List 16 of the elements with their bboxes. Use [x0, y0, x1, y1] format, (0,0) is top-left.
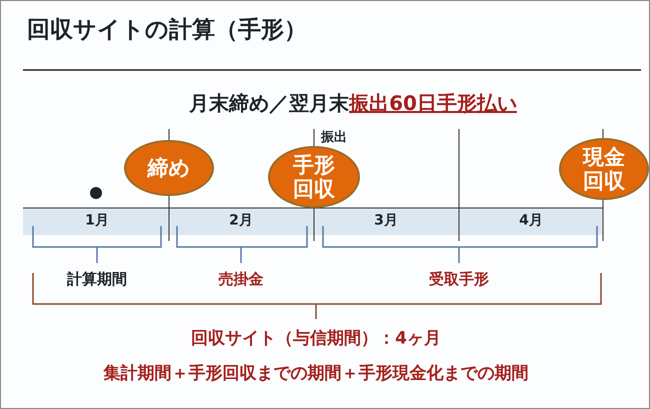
formula-text: 集計期間＋手形回収までの期間＋手形現金化までの期間: [104, 364, 528, 384]
event-oval: 手形回収: [268, 146, 360, 208]
month-label: 2月: [229, 213, 253, 229]
subtitle: 月末締め／翌月末: [189, 91, 350, 115]
highlighted-text: 振出60日手形払い: [349, 91, 517, 115]
month-label: 1月: [85, 213, 109, 229]
summary-text: 回収サイト（与信期間）：4ヶ月: [191, 330, 441, 348]
event-oval: 締め: [124, 140, 214, 196]
period-label: 売掛金: [218, 270, 264, 288]
period-label: 受取手形: [429, 270, 489, 288]
event-oval: 現金回収: [559, 138, 649, 200]
month-label: 3月: [374, 213, 398, 229]
title: 回収サイトの計算（手形）: [27, 18, 307, 44]
period-label: 計算期間: [67, 270, 127, 288]
annotation: 振出: [321, 130, 347, 146]
month-label: 4月: [519, 213, 543, 229]
